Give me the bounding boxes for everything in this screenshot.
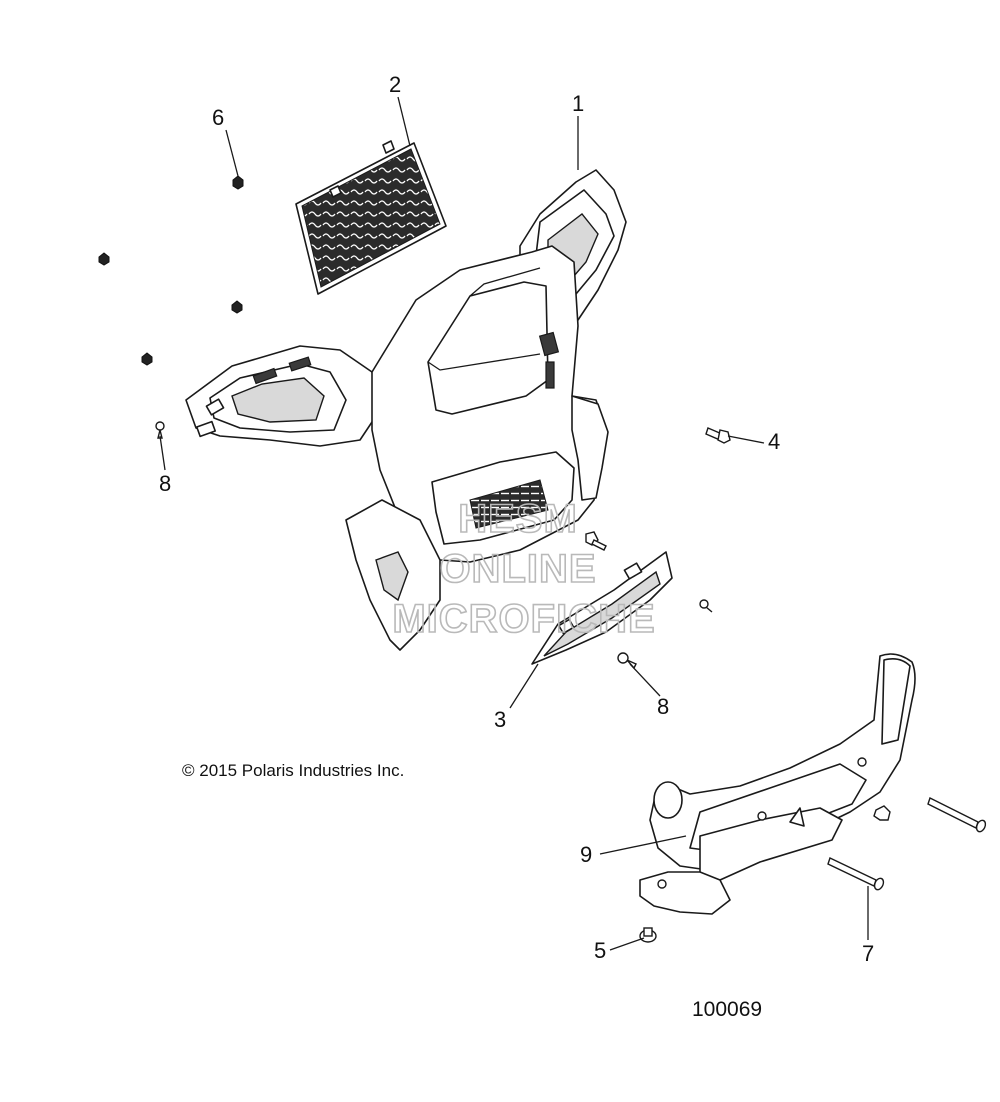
watermark-line-2: ONLINE — [439, 547, 596, 591]
callout-8-right: 8 — [657, 694, 669, 719]
callout-9: 9 — [580, 842, 592, 867]
copyright-notice: © 2015 Polaris Industries Inc. — [182, 761, 404, 780]
drawing-number: 100069 — [692, 998, 762, 1021]
leader-lines — [159, 96, 869, 951]
bumper-tube — [639, 653, 916, 915]
front-fascia — [185, 169, 627, 651]
callout-5: 5 — [594, 938, 606, 963]
callout-4: 4 — [768, 429, 780, 454]
flange-bolt-hardware-5 — [639, 927, 657, 943]
callout-1: 1 — [572, 91, 584, 116]
watermark: HESM ONLINE MICROFICHE — [392, 496, 656, 642]
grille-screen — [295, 140, 447, 295]
callout-6: 6 — [212, 105, 224, 130]
rivet-hardware-8 — [155, 421, 713, 670]
watermark-line-1: HESM — [458, 497, 578, 541]
callout-3: 3 — [494, 707, 506, 732]
callout-7: 7 — [862, 941, 874, 966]
long-bolt-hardware-7 — [827, 797, 987, 891]
callout-8-left: 8 — [159, 471, 171, 496]
watermark-line-3: MICROFICHE — [392, 597, 655, 641]
bolt-hardware-center — [585, 531, 607, 551]
lower-skid-panel — [531, 551, 673, 665]
nut-hardware-6 — [98, 175, 244, 366]
callout-2: 2 — [389, 72, 401, 97]
bolt-hardware-4 — [705, 427, 731, 444]
